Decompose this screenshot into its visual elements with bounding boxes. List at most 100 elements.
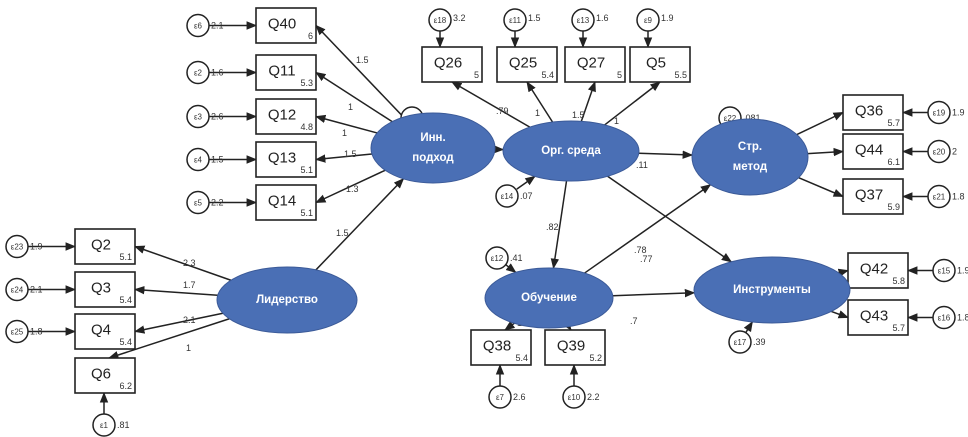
error-variance: .07: [520, 191, 533, 201]
observed-label: Q4: [91, 321, 111, 338]
error-variance: 2.6: [513, 392, 526, 402]
latent-org: Орг. среда: [502, 120, 640, 182]
loading-label: 1: [186, 343, 191, 353]
error-circle: [503, 8, 527, 32]
observed-mean: 5: [474, 70, 479, 80]
latent-obu: Обучение: [484, 267, 614, 329]
error-variance: 1.8: [957, 313, 968, 323]
error-circle: [186, 60, 210, 85]
error-name: ε6: [194, 22, 203, 31]
loading-edge-q13: [314, 153, 372, 163]
latent-error-term: ε14.07: [495, 184, 533, 208]
latent-label: Инн.: [420, 132, 445, 144]
error-circle: [5, 277, 29, 302]
observed-box: [544, 329, 606, 366]
observed-label: Q38: [483, 337, 511, 354]
error-circle: [186, 13, 210, 38]
path-org-obu: [550, 180, 568, 270]
observed-mean: 5.4: [541, 70, 554, 80]
path-obu-ins: [612, 288, 696, 298]
observed-box: [74, 271, 136, 308]
path-coefficient: .77: [640, 254, 653, 264]
error-name: ε7: [496, 393, 505, 402]
error-name: ε22: [724, 114, 737, 123]
observed-q25: Q25 5.4: [496, 46, 558, 83]
error-name: ε11: [509, 16, 521, 25]
observed-box: [255, 7, 317, 44]
loading-edge-q2: [134, 245, 232, 281]
observed-mean: 5.7: [892, 323, 905, 333]
latent-error-edge: [516, 175, 536, 190]
observed-box: [470, 329, 532, 366]
observed-mean: 5: [617, 70, 622, 80]
latent-ellipse: [484, 267, 614, 329]
observed-mean: 5.9: [887, 202, 900, 212]
observed-q5: Q55.5: [629, 46, 691, 83]
error-circle: [728, 330, 752, 354]
error-name: ε4: [194, 156, 203, 165]
latent-ellipse: [691, 118, 809, 196]
observed-box: [847, 299, 909, 336]
error-name: ε25: [11, 328, 24, 337]
observed-mean: 5.1: [119, 252, 132, 262]
error-name: ε3: [194, 113, 203, 122]
error-variance: 2.1: [211, 21, 224, 31]
loading-edge-q27: [580, 81, 596, 122]
error-term: ε25 1.8: [5, 319, 43, 344]
observed-mean: 5.1: [300, 165, 313, 175]
error-circle: [186, 190, 210, 215]
error-variance: 1.5: [528, 13, 541, 23]
error-circle: [562, 385, 586, 409]
loading-label: 2.3: [183, 258, 196, 268]
error-variance: 2.2: [587, 392, 600, 402]
latent-label: Лидерство: [256, 294, 318, 306]
loading-edge-q44: [807, 147, 845, 157]
latent-ellipse: [693, 256, 851, 324]
latent-ins: Инструменты: [693, 256, 851, 324]
error-name: ε19: [933, 109, 946, 118]
loading-label: 1.5: [572, 110, 585, 120]
latent-inn: Инн.подход: [370, 112, 496, 184]
loading-label: 1: [342, 128, 347, 138]
observed-box: [842, 178, 904, 215]
loading-label: 1: [348, 102, 353, 112]
error-name: ε9: [644, 16, 653, 25]
path-coefficient: .11: [636, 160, 648, 170]
error-variance: 1.8: [30, 327, 43, 337]
error-variance: .081: [743, 113, 761, 123]
loading-edge-q3: [133, 285, 218, 296]
error-variance: 1.9: [30, 242, 43, 252]
loading-edge-q11: [315, 71, 393, 123]
loading-label: 1.7: [183, 280, 196, 290]
observed-label: Q25: [509, 54, 537, 71]
path-coefficient: .7: [630, 316, 638, 326]
observed-box: [564, 46, 626, 83]
loading-label: 1: [614, 116, 619, 126]
latent-label: Орг. среда: [541, 145, 601, 157]
observed-label: Q37: [855, 186, 883, 203]
loading-label: 1: [535, 108, 540, 118]
error-variance: 1.6: [211, 68, 224, 78]
observed-mean: 5.1: [300, 208, 313, 218]
error-circle: [636, 8, 660, 32]
observed-mean: 5.4: [119, 337, 132, 347]
observed-box: [74, 228, 136, 265]
observed-box: [74, 313, 136, 350]
error-name: ε1: [100, 421, 109, 430]
loading-label: 1.3: [346, 184, 359, 194]
latent-ellipse: [216, 266, 358, 334]
observed-box: [255, 141, 317, 178]
observed-mean: 5.5: [674, 70, 687, 80]
